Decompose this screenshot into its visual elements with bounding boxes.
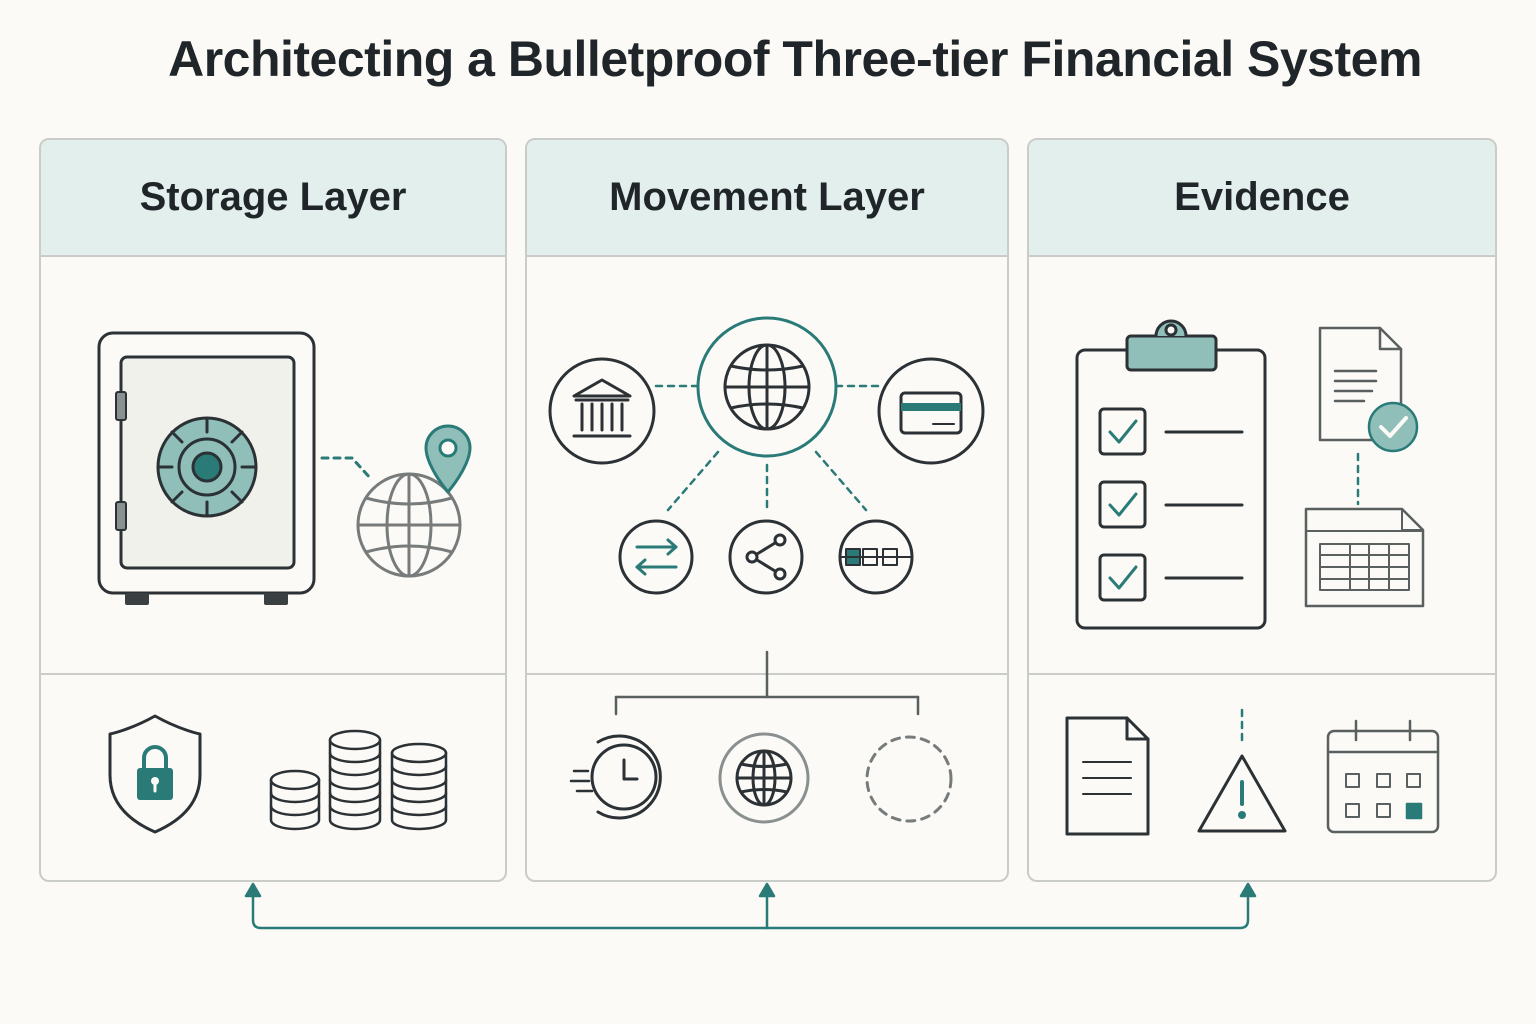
globe-location-icon: [356, 424, 472, 578]
connector-dashed: [320, 456, 374, 482]
feedback-connector: [244, 882, 1257, 930]
panel-header-storage: Storage Layer: [41, 140, 505, 257]
globe-hub-icon: [696, 316, 838, 458]
transfer-arrows-icon: [618, 519, 694, 595]
bank-icon: [548, 357, 656, 465]
document-icon: [1065, 716, 1150, 836]
panel-header-evidence: Evidence: [1029, 140, 1495, 257]
chain-link-icon: [838, 519, 914, 595]
credit-card-icon: [877, 357, 985, 465]
page-title: Architecting a Bulletproof Three-tier Fi…: [168, 31, 1422, 87]
calendar-icon: [1326, 719, 1440, 834]
globe-icon: [718, 732, 810, 824]
clipboard-checklist-icon: [1075, 319, 1267, 630]
dashed-circle-icon: [865, 735, 953, 823]
shield-lock-icon: [108, 714, 202, 834]
coin-stacks-icon: [269, 729, 448, 831]
share-network-icon: [728, 519, 804, 595]
divider: [1029, 673, 1495, 675]
verified-document-icon: [1318, 326, 1419, 453]
spreadsheet-icon: [1304, 507, 1425, 608]
safe-vault-icon: [97, 331, 316, 605]
panel-header-movement: Movement Layer: [527, 140, 1007, 257]
clock-speed-icon: [569, 734, 662, 820]
divider: [41, 673, 505, 675]
warning-icon: [1197, 754, 1287, 833]
panel-movement-layer: Movement Layer: [525, 138, 1009, 882]
tree-connector: [614, 650, 920, 716]
connectors-movement: [654, 384, 880, 512]
